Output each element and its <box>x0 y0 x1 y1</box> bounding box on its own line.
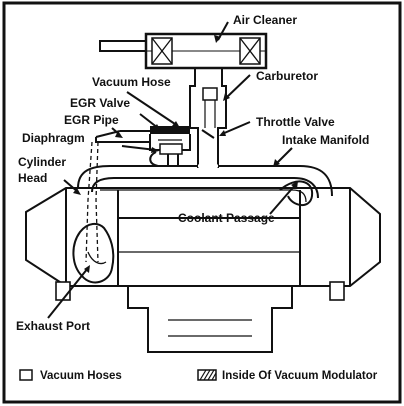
legend-hatch-swatch <box>198 370 216 380</box>
legend-vacuum-hoses: Vacuum Hoses <box>40 370 122 382</box>
label-coolant-passage: Coolant Passage <box>178 211 275 225</box>
label-air-cleaner: Air Cleaner <box>233 13 297 27</box>
label-egr-valve: EGR Valve <box>70 96 130 110</box>
label-cylinder: Cylinder <box>18 155 66 169</box>
label-carburetor: Carburetor <box>256 69 318 83</box>
legend-inside-vacuum-modulator: Inside Of Vacuum Modulator <box>222 370 378 382</box>
label-vacuum-hose: Vacuum Hose <box>92 75 171 89</box>
label-egr-pipe: EGR Pipe <box>64 113 119 127</box>
label-intake-manifold: Intake Manifold <box>282 133 369 147</box>
label-diaphragm: Diaphragm <box>22 131 85 145</box>
legend: Vacuum Hoses Inside Of Vacuum Modulator <box>20 370 378 382</box>
label-exhaust-port: Exhaust Port <box>16 319 90 333</box>
label-throttle-valve: Throttle Valve <box>256 115 335 129</box>
label-head: Head <box>18 171 47 185</box>
legend-vacuum-hoses-swatch <box>20 370 32 380</box>
